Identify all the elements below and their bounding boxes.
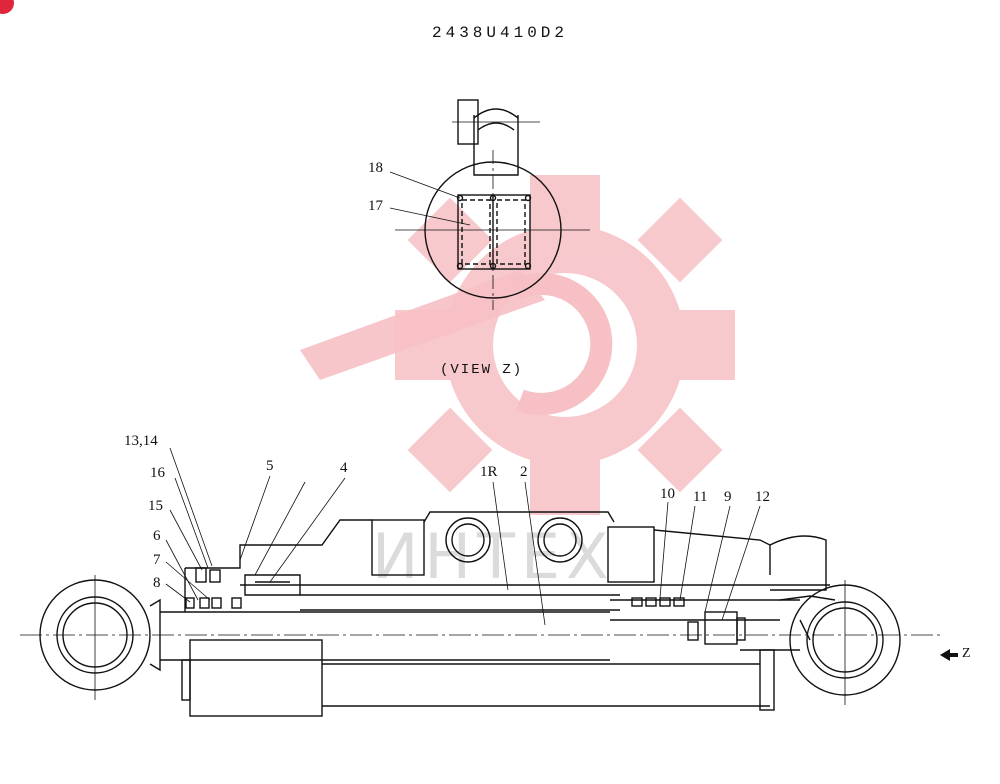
- view-z-detail: [389, 99, 590, 310]
- callout-11: 11: [693, 489, 708, 505]
- callout-15: 15: [148, 498, 163, 514]
- callout-5: 5: [266, 458, 274, 474]
- cylinder-main-view: [20, 447, 940, 717]
- callout-10: 10: [660, 486, 675, 502]
- callout-9: 9: [724, 489, 732, 505]
- watermark-text: ИНТЕХ: [372, 520, 615, 593]
- callout-17: 17: [368, 198, 383, 214]
- callout-8: 8: [153, 575, 161, 591]
- callout-13-14: 13,14: [124, 433, 158, 449]
- callout-2: 2: [520, 464, 528, 480]
- callout-18: 18: [368, 160, 383, 176]
- drawing-number: 2438U410D2: [431, 24, 568, 42]
- callout-6: 6: [153, 528, 161, 544]
- view-arrow-icon: [940, 649, 958, 661]
- callout-7: 7: [153, 552, 161, 568]
- callout-4: 4: [340, 460, 348, 476]
- callout-12: 12: [755, 489, 770, 505]
- callout-16: 16: [150, 465, 165, 481]
- callout-1r: 1R: [480, 464, 498, 480]
- brand-corner-badge: [0, 0, 14, 14]
- view-arrow-label: Z: [962, 646, 971, 661]
- view-z-label: (VIEW Z): [440, 362, 524, 378]
